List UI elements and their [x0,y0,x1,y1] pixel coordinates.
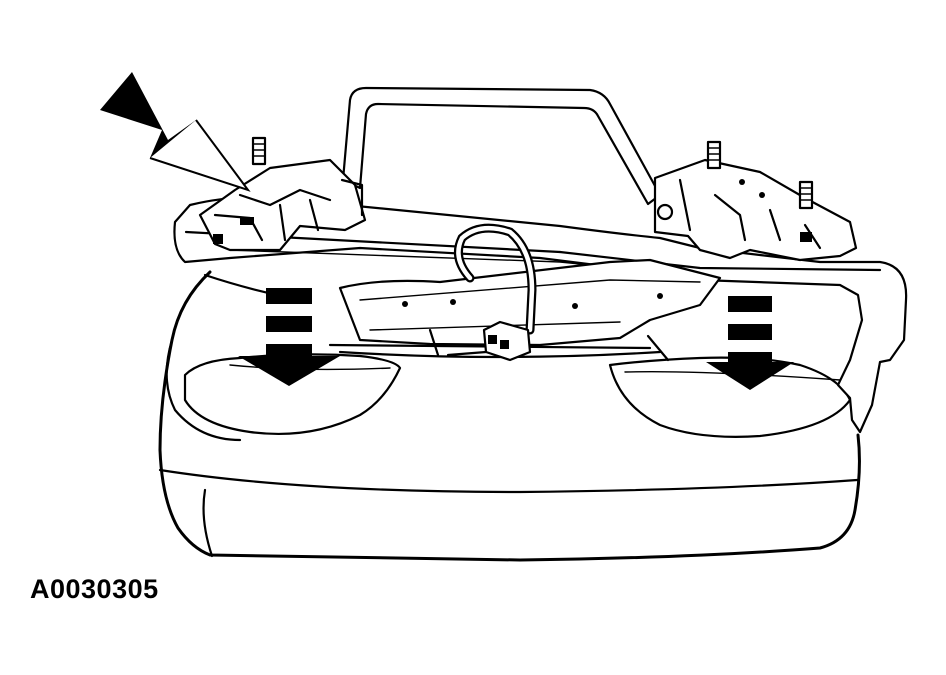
down-arrow-icon [706,296,794,390]
down-arrow-icon [238,288,340,386]
right-seat-bracket [653,140,858,262]
arrow-icon [100,72,251,192]
figure-id: A0030305 [30,574,159,604]
release-handle [341,86,662,206]
left-seat-bracket [198,136,367,252]
wiring-harness [446,223,537,362]
seat-cushion [158,270,861,562]
